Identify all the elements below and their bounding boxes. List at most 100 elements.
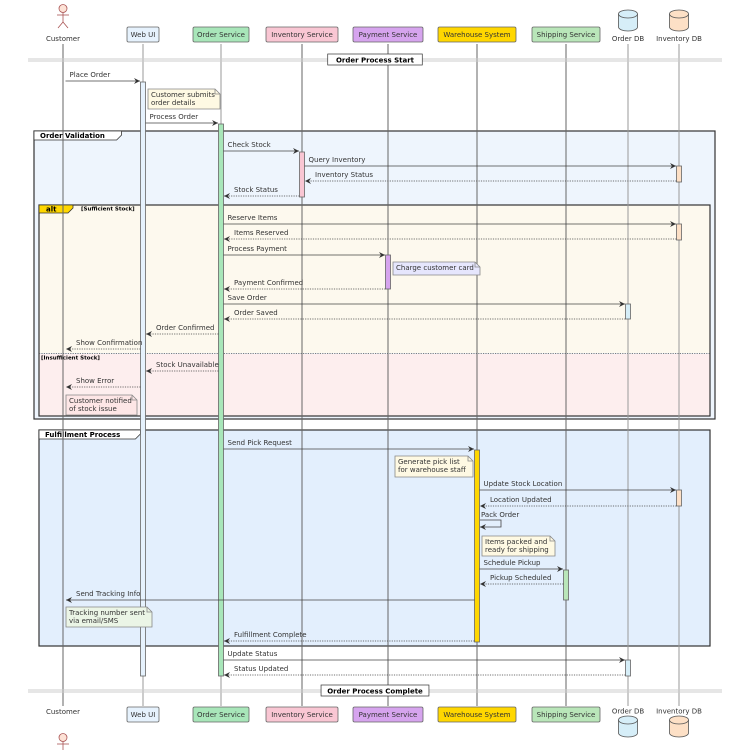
participant-box[interactable] [352, 26, 424, 43]
message-label: Stock Status [234, 186, 278, 194]
participant-box[interactable] [265, 706, 339, 723]
message[interactable]: Pickup Scheduled [480, 574, 564, 587]
message-label: Status Updated [234, 665, 288, 673]
separator-complete-box [320, 684, 430, 697]
participant-box[interactable] [126, 706, 160, 723]
note-body [481, 535, 556, 557]
participant-box[interactable] [352, 706, 424, 723]
participant-inventory-db-top[interactable]: Inventory DB [656, 9, 702, 43]
participant-inventory-service-top[interactable]: Inventory Service [265, 26, 339, 43]
message[interactable]: Order Saved [224, 309, 626, 322]
participant-order-db-bottom[interactable]: Order DB [612, 708, 645, 738]
message[interactable]: Show Confirmation [66, 339, 142, 352]
message-label: Fulfillment Complete [234, 631, 307, 639]
message-label: Order Confirmed [156, 324, 214, 332]
message[interactable]: Place Order [65, 71, 141, 84]
message[interactable]: Send Pick Request [223, 439, 475, 452]
message-label: Save Order [228, 294, 267, 302]
message[interactable]: Items Reserved [224, 229, 677, 242]
message-label: Order Saved [234, 309, 278, 317]
participant-label: Order DB [612, 708, 645, 716]
actor-head [58, 4, 68, 13]
message[interactable]: Reserve Items [223, 214, 677, 227]
participant-web-ui-bottom[interactable]: Web UI [126, 706, 160, 723]
frames-layer: Order Validation alt[Sufficient Stock][In… [33, 130, 716, 647]
participant-shipping-service-bottom[interactable]: Shipping Service [531, 706, 601, 723]
note-text: Items packed and [485, 538, 547, 546]
database-icon [669, 9, 689, 32]
participant-box[interactable] [437, 26, 517, 43]
participant-payment-service-top[interactable]: Payment Service [352, 26, 424, 43]
alt-sufficient-bg [39, 205, 710, 353]
participant-order-db-top[interactable]: Order DB [612, 9, 645, 43]
message[interactable]: Stock Status [224, 186, 300, 199]
alt-insufficient-bg [39, 354, 710, 416]
participant-box[interactable] [265, 26, 339, 43]
note-body [65, 606, 153, 628]
message[interactable]: Payment Confirmed [224, 279, 386, 292]
note-text: Customer submits [151, 91, 215, 99]
message[interactable]: Status Updated [224, 665, 626, 678]
participant-warehouse-system-top[interactable]: Warehouse System [437, 26, 517, 43]
message-label: Show Confirmation [76, 339, 142, 347]
participant-order-service-top[interactable]: Order Service [192, 26, 250, 43]
message[interactable]: Check Stock [223, 141, 300, 154]
frame-order-validation-title: Order Validation [40, 132, 105, 140]
message[interactable]: Query Inventory [304, 156, 677, 169]
participant-web-ui-top[interactable]: Web UI [126, 26, 160, 43]
participant-label: Order Service [197, 31, 245, 39]
message[interactable]: Send Tracking Info [66, 590, 475, 603]
participant-inventory-db-bottom[interactable]: Inventory DB [656, 708, 702, 738]
participant-box[interactable] [437, 706, 517, 723]
participant-order-service-bottom[interactable]: Order Service [192, 706, 250, 723]
message[interactable]: Process Payment [223, 245, 386, 258]
frame-fulfillment-process-title: Fulfillment Process [45, 431, 120, 439]
separator-complete-label: Order Process Complete [327, 688, 423, 696]
frame-alt: alt[Sufficient Stock][Insufficient Stock… [38, 204, 711, 417]
frame-fulfillment-process-tab [38, 429, 141, 440]
message[interactable]: Location Updated [480, 496, 677, 509]
activation-inventory-service [299, 151, 305, 198]
message[interactable]: Show Error [66, 377, 141, 390]
note-text: for warehouse staff [398, 466, 466, 474]
message[interactable]: Pack Order [480, 511, 519, 530]
note-text: Customer notified [69, 397, 132, 405]
message[interactable]: Update Stock Location [479, 480, 677, 493]
alt-guard-sufficient: [Sufficient Stock] [81, 207, 135, 213]
message[interactable]: Stock Unavailable [146, 361, 219, 374]
message[interactable]: Save Order [223, 294, 626, 307]
participant-box[interactable] [531, 26, 601, 43]
participant-shipping-service-top[interactable]: Shipping Service [531, 26, 601, 43]
note-fold [467, 456, 473, 462]
participant-box[interactable] [531, 706, 601, 723]
message[interactable]: Update Status [223, 650, 626, 663]
activation-order-service [218, 123, 224, 677]
participant-box[interactable] [192, 706, 250, 723]
participant-label: Inventory DB [656, 708, 702, 716]
participant-box[interactable] [192, 26, 250, 43]
note-text: Tracking number sent [68, 609, 145, 617]
participant-customer-top[interactable]: Customer [46, 4, 80, 44]
participant-warehouse-system-bottom[interactable]: Warehouse System [437, 706, 517, 723]
message[interactable]: Schedule Pickup [479, 559, 564, 572]
participant-payment-service-bottom[interactable]: Payment Service [352, 706, 424, 723]
message[interactable]: Fulfillment Complete [224, 631, 475, 644]
participant-label: Inventory DB [656, 35, 702, 43]
separator-start-box [327, 53, 423, 66]
message-label: Place Order [70, 71, 111, 79]
message[interactable]: Order Confirmed [146, 324, 219, 337]
database-icon [618, 9, 638, 32]
participant-box[interactable] [126, 26, 160, 43]
message[interactable]: Inventory Status [305, 171, 677, 184]
participant-customer-bottom[interactable]: Customer [46, 708, 80, 750]
message[interactable]: Process Order [145, 113, 219, 126]
participant-label: Shipping Service [537, 31, 596, 39]
database-top [669, 9, 689, 19]
message-arrow[interactable] [480, 519, 502, 530]
participant-inventory-service-bottom[interactable]: Inventory Service [265, 706, 339, 723]
participant-label: Customer [46, 708, 80, 716]
